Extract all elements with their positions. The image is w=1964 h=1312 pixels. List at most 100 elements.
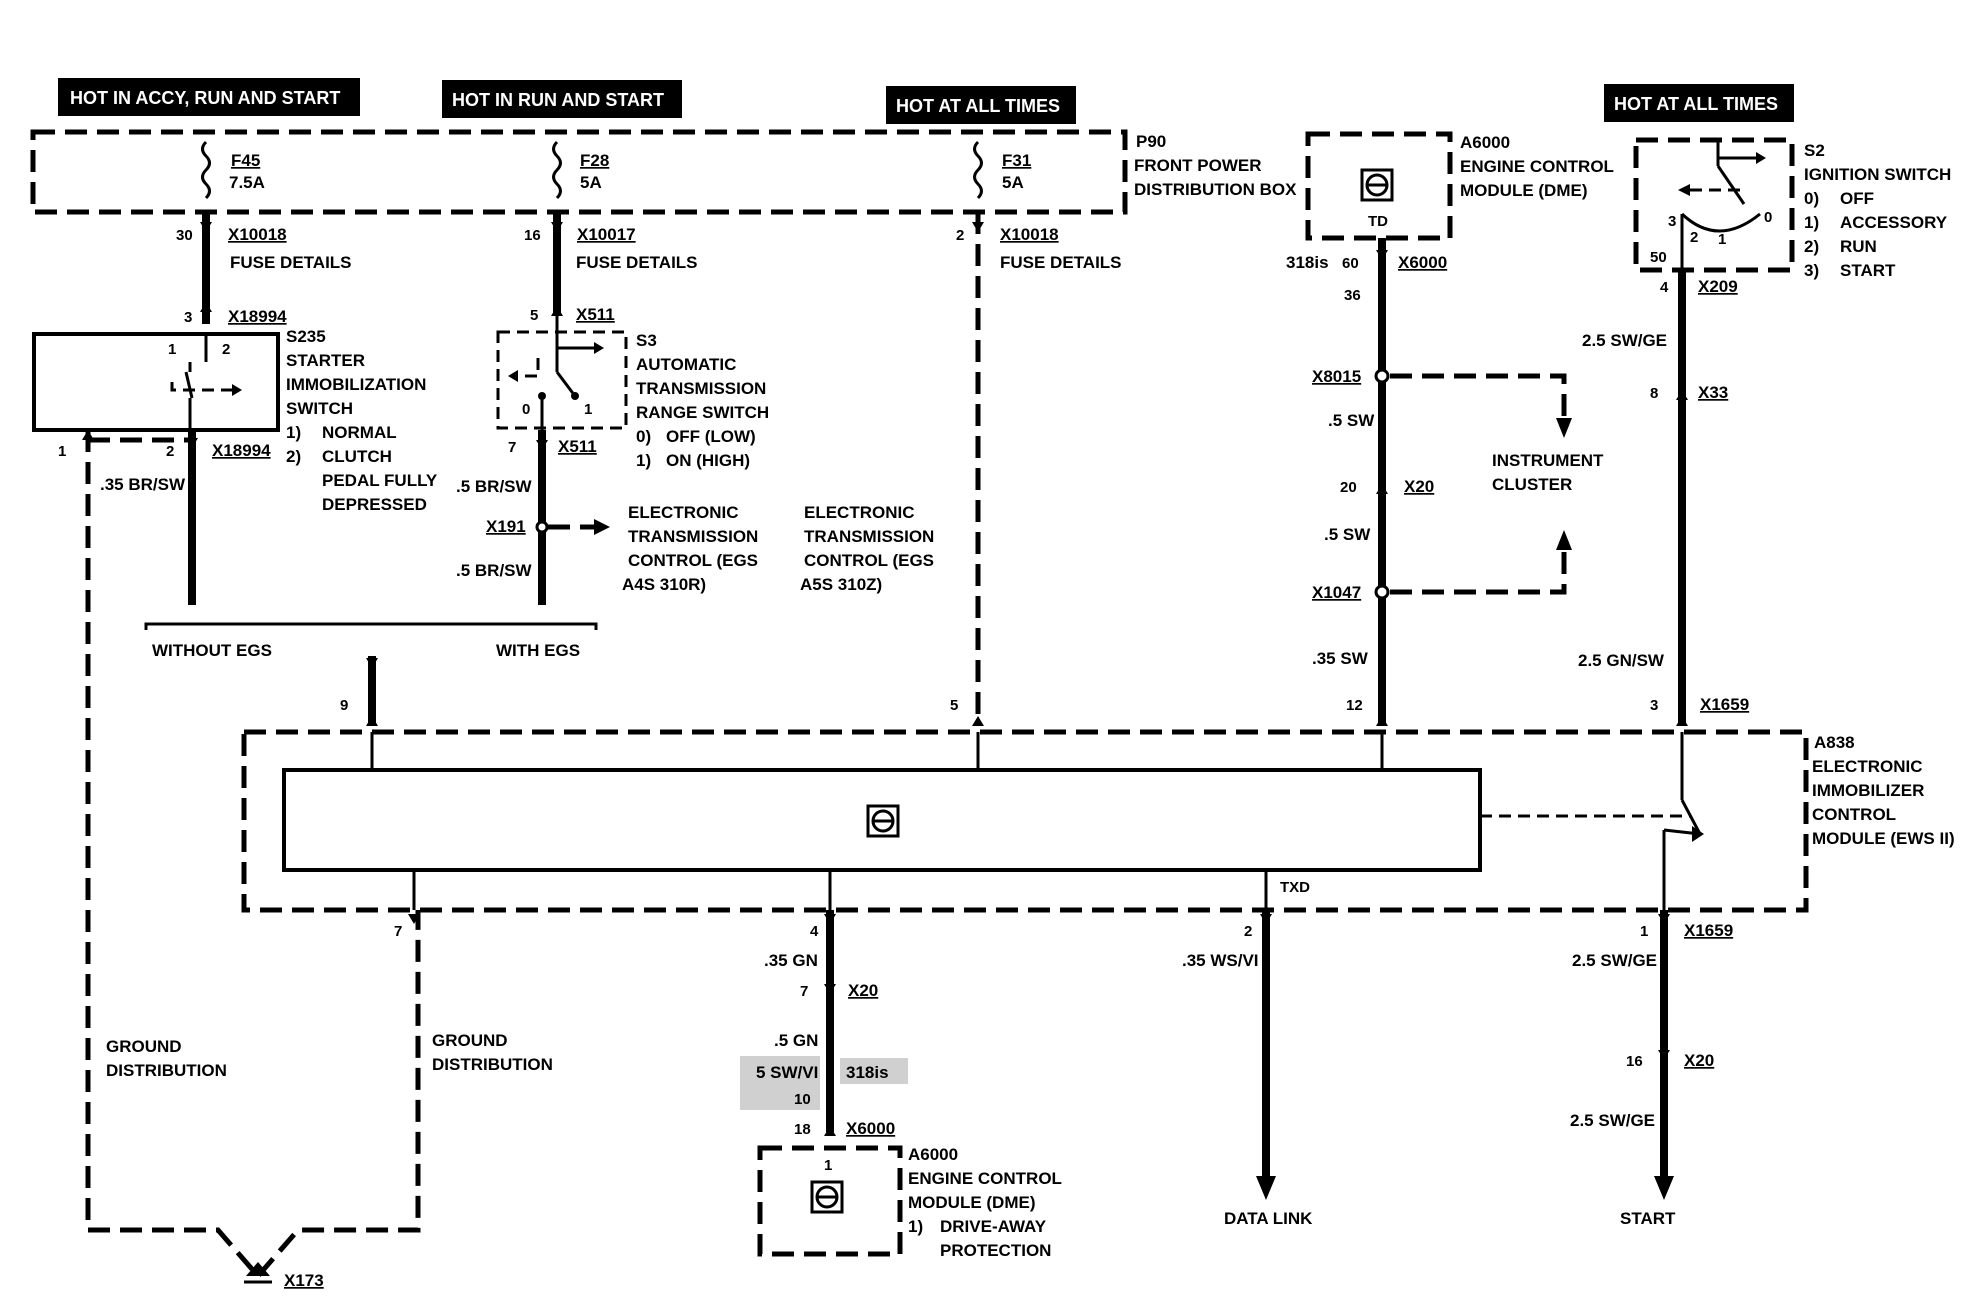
- s2-item3: START: [1840, 261, 1896, 280]
- s2-wire1: 2.5 SW/GE: [1582, 331, 1667, 350]
- s3-wire2: .5 BR/SW: [456, 561, 533, 580]
- a6000-top-line1: ENGINE CONTROL: [1460, 157, 1614, 176]
- driveaway-x6000: X6000: [846, 1119, 895, 1138]
- s3-item1-num: 1): [636, 451, 651, 470]
- connector-arrow-icon: [82, 430, 94, 440]
- splice-icon: [1374, 584, 1390, 600]
- s3-item0: OFF (LOW): [666, 427, 756, 446]
- driveaway-module-pin: 1: [824, 1157, 832, 1174]
- ground-x173: X173: [284, 1271, 324, 1290]
- a6000-top-pin20: 20: [1340, 479, 1357, 496]
- header-hot-run-start: HOT IN RUN AND START: [442, 80, 682, 118]
- s3-line3: RANGE SWITCH: [636, 403, 769, 422]
- s3-wire1: .5 BR/SW: [456, 477, 533, 496]
- header-label: HOT AT ALL TIMES: [896, 96, 1060, 116]
- connector-arrow-icon: [972, 222, 984, 232]
- s3-item0-num: 0): [636, 427, 651, 446]
- fuse2-connector: X10017: [577, 225, 636, 244]
- instrument-cluster-line2: CLUSTER: [1492, 475, 1572, 494]
- s3-line1: AUTOMATIC: [636, 355, 736, 374]
- fuse1-connector: X10018: [228, 225, 287, 244]
- s2-item3-num: 3): [1804, 261, 1819, 280]
- s235-item1: NORMAL: [322, 423, 397, 442]
- s3-top-connector: X511: [576, 305, 615, 324]
- s235-pin-left: 1: [58, 443, 66, 460]
- egs-brace: [144, 622, 598, 630]
- a6000-top-wire3: .35 SW: [1312, 649, 1369, 668]
- switch-actuator: [170, 382, 232, 392]
- switch-arc: [1680, 212, 1761, 233]
- start-wire1: 2.5 SW/GE: [1572, 951, 1657, 970]
- switch-blade: [184, 371, 194, 399]
- s235-item2: CLUTCH: [322, 447, 392, 466]
- start-x1659: X1659: [1684, 921, 1733, 940]
- driveaway-pin18: 18: [794, 1121, 811, 1138]
- s235-top-pin: 3: [184, 309, 192, 326]
- connector-arrow-icon: [200, 222, 212, 232]
- connector-arrow-icon: [551, 222, 563, 232]
- fuse-f31-id: F31: [1002, 151, 1031, 170]
- a838-pin9: 9: [340, 697, 348, 714]
- driveaway-item-b: PROTECTION: [940, 1241, 1051, 1260]
- fuse-f28-id: F28: [580, 151, 609, 170]
- engine-control-module-top: [1305, 131, 1453, 241]
- fuse-f45-rating: 7.5A: [229, 173, 265, 192]
- switch-arrow-icon: [1678, 184, 1690, 196]
- fuse-f31-rating: 5A: [1002, 173, 1024, 192]
- header-label: HOT AT ALL TIMES: [1614, 94, 1778, 114]
- header-hot-accy-run-start: HOT IN ACCY, RUN AND START: [58, 78, 360, 116]
- a6000-top-pin36: 36: [1344, 287, 1361, 304]
- s3-sw0: 0: [522, 401, 530, 418]
- connector-arrow-icon: [1376, 484, 1388, 494]
- fuse-f45-id: F45: [231, 151, 260, 170]
- fuse-f28-icon: [552, 140, 562, 200]
- arrow-down-icon: [1256, 1176, 1276, 1200]
- connector-arrow-icon: [1658, 1050, 1670, 1060]
- fuse3-note: FUSE DETAILS: [1000, 253, 1122, 272]
- connector-arrow-icon: [366, 658, 378, 668]
- switch-arrow-icon: [594, 342, 604, 354]
- s3-x191: X191: [486, 517, 526, 536]
- driveaway-id: A6000: [908, 1145, 958, 1164]
- s235-item2-num: 2): [286, 447, 301, 466]
- connector-arrow-icon: [972, 716, 984, 726]
- connector-arrow-icon: [200, 302, 212, 312]
- connector-arrow-icon: [1676, 716, 1688, 726]
- s3-item1: ON (HIGH): [666, 451, 750, 470]
- s235-line1: STARTER: [286, 351, 365, 370]
- egs-a4s-line1: ELECTRONIC: [628, 503, 739, 522]
- control-module-icon: [1360, 168, 1394, 202]
- arrow-up-icon: [1556, 530, 1572, 550]
- fuse-f45-icon: [201, 140, 211, 200]
- switch-actuator: [518, 358, 540, 378]
- a838-pin12: 12: [1346, 697, 1363, 714]
- fuse-f31-icon: [973, 140, 983, 200]
- s3-sw1: 1: [584, 401, 592, 418]
- ignition-switch: [1633, 137, 1795, 273]
- ground-right-line1: GROUND: [432, 1031, 508, 1050]
- switch-arrow-icon: [232, 384, 242, 396]
- driveaway-line1: ENGINE CONTROL: [908, 1169, 1062, 1188]
- s2-pos2: 2: [1690, 229, 1698, 246]
- s235-item1-num: 1): [286, 423, 301, 442]
- connector-arrow-icon: [551, 306, 563, 316]
- alt-variant-shading: [840, 1058, 908, 1084]
- driveaway-line2: MODULE (DME): [908, 1193, 1035, 1212]
- starter-immobilization-switch: [32, 332, 280, 432]
- switch-arrow-icon: [508, 370, 518, 382]
- splice-icon: [1374, 368, 1390, 384]
- a6000-top-x20: X20: [1404, 477, 1434, 496]
- switch-blade: [555, 371, 577, 397]
- ground-left-line1: GROUND: [106, 1037, 182, 1056]
- a838-line2: IMMOBILIZER: [1812, 781, 1924, 800]
- a838-id: A838: [1814, 733, 1855, 752]
- a838-pin2: 2: [1244, 923, 1252, 940]
- s2-x33: X33: [1698, 383, 1728, 402]
- s2-item0: OFF: [1840, 189, 1874, 208]
- a6000-top-pin60: 60: [1342, 255, 1359, 272]
- driveaway-item: DRIVE-AWAY: [940, 1217, 1047, 1236]
- control-module-icon: [866, 804, 900, 838]
- egs-a5s-line4: A5S 310Z): [800, 575, 882, 594]
- control-module-icon: [810, 1180, 844, 1214]
